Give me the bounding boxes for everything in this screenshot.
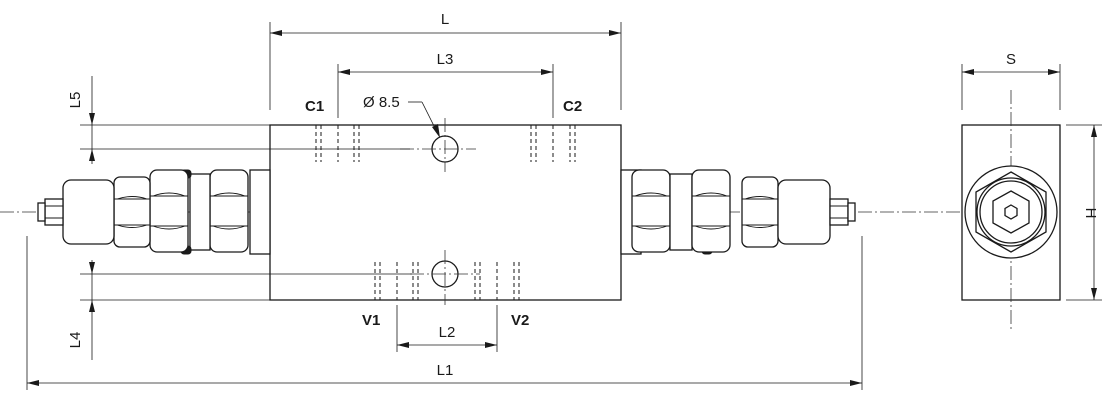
dimension-s-label: S <box>1006 51 1016 68</box>
dimension-l1: L1 <box>26 236 863 390</box>
port-label-v1: V1 <box>362 312 380 329</box>
v1-hidden-bores <box>374 262 419 300</box>
left-lock-nut <box>37 202 46 222</box>
dimension-l4-label: L4 <box>67 332 84 349</box>
hole-diameter-label: Ø 8.5 <box>363 94 400 111</box>
right-spacer <box>669 173 693 251</box>
front-view: L L3 Ø 8.5 L5 <box>0 11 960 390</box>
left-inner-hex-nut <box>209 169 249 253</box>
dimension-s: S <box>961 51 1061 110</box>
port-label-v2: V2 <box>511 312 529 329</box>
right-adjust-screw <box>829 198 849 226</box>
side-view: S H <box>961 51 1102 330</box>
port-label-c2: C2 <box>563 98 582 115</box>
dimension-l: L <box>269 11 622 110</box>
left-spacer <box>189 173 211 251</box>
left-outer-hex-nut <box>113 176 151 248</box>
left-middle-hex-nut <box>149 169 189 253</box>
right-cartridge <box>620 169 856 255</box>
left-adjust-screw <box>44 198 64 226</box>
v-port-hole <box>410 250 480 305</box>
dimension-h-label: H <box>1082 208 1099 219</box>
dimension-l5-label: L5 <box>67 92 84 109</box>
dimension-l3-label: L3 <box>437 51 454 68</box>
hole-diameter-callout: Ø 8.5 <box>363 94 440 138</box>
dimension-l-label: L <box>441 11 449 28</box>
right-middle-hex-nut <box>691 169 731 253</box>
right-inner-hex-nut <box>631 169 671 253</box>
c-port-hole <box>400 118 476 172</box>
right-lock-nut <box>847 202 856 222</box>
right-cap <box>777 179 831 245</box>
left-cap <box>62 179 115 245</box>
c1-hidden-bores <box>315 125 360 162</box>
right-outer-hex-nut <box>741 176 779 248</box>
port-label-c1: C1 <box>305 98 324 115</box>
dimension-l3: L3 <box>337 51 554 118</box>
dimension-l2-label: L2 <box>439 324 456 341</box>
left-thread-body <box>249 169 271 255</box>
v2-hidden-bores <box>474 262 520 300</box>
c2-hidden-bores <box>530 125 576 162</box>
left-cartridge <box>37 169 271 255</box>
dimension-l1-label: L1 <box>437 362 454 379</box>
dimension-l4: L4 <box>67 260 412 360</box>
dimension-l2: L2 <box>396 305 498 352</box>
dimension-h: H <box>1066 124 1102 301</box>
side-socket <box>1004 204 1018 220</box>
dimension-l5: L5 <box>67 76 410 164</box>
